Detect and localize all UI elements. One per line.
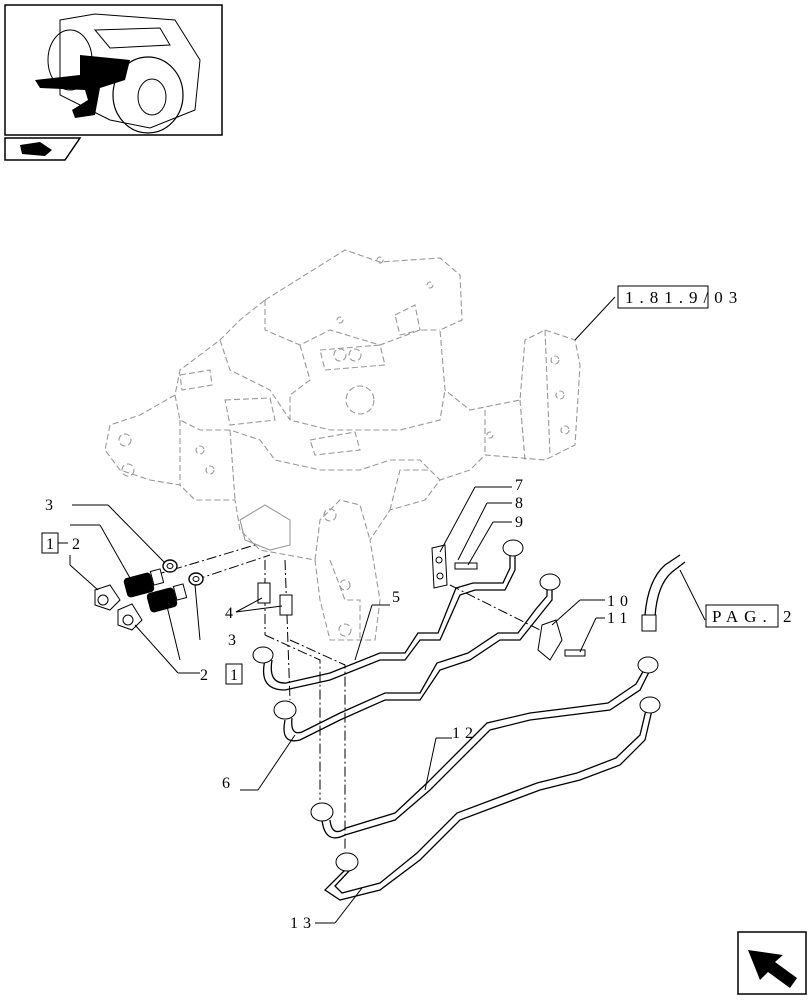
pipe-6 (273, 573, 561, 742)
callout-11: 11 (607, 610, 632, 627)
frame-ref-box[interactable]: 1.81.9/03 (617, 285, 743, 309)
callout-5: 5 (392, 589, 405, 606)
callout-9: 9 (515, 514, 528, 531)
callout-2-lower: 2 (200, 667, 213, 684)
pipe-13 (323, 696, 661, 901)
callout-3-lower: 3 (228, 632, 241, 649)
next-page-arrow-icon[interactable] (737, 931, 807, 995)
callout-7: 7 (515, 477, 528, 494)
callout-8: 8 (515, 495, 528, 512)
clamp-10 (537, 619, 586, 661)
callout-13: 13 (290, 915, 316, 932)
callout-box-1-upper: 1 (46, 536, 59, 553)
assembly-center-lines (154, 544, 561, 850)
hose-to-page2 (641, 554, 706, 632)
front-support-frame (104, 249, 581, 641)
callout-box-1-lower: 1 (230, 667, 243, 684)
frame-ref-label: 1.81.9/03 (625, 288, 743, 307)
callout-6: 6 (222, 775, 235, 792)
callout-4: 4 (225, 605, 238, 622)
callout-12: 12 (452, 725, 478, 742)
adapter-4 (257, 582, 293, 616)
washer-3-upper (162, 559, 178, 573)
page-ref-label: PAG. 2 (712, 607, 797, 626)
callout-3-upper: 3 (45, 497, 58, 514)
quick-coupler-lower (117, 583, 188, 631)
bracket-7 (431, 544, 478, 589)
quick-coupler-upper (94, 568, 165, 611)
pipe-5 (252, 539, 524, 691)
page-ref-box[interactable]: PAG. 2 (705, 604, 797, 628)
callout-2-upper: 2 (72, 536, 85, 553)
section-book-icon[interactable] (4, 137, 82, 161)
tractor-thumbnail-icon[interactable] (4, 4, 223, 136)
callout-10: 10 (607, 593, 633, 610)
washer-3-lower (188, 572, 204, 586)
